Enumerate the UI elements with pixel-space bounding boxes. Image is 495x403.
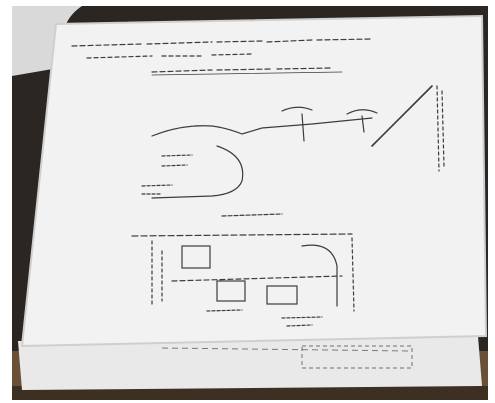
header-line-1 xyxy=(71,38,373,47)
under-page-dashed-line xyxy=(161,347,413,352)
left-label-scribbles xyxy=(141,184,173,195)
under-page xyxy=(18,336,482,390)
table-edge xyxy=(12,386,488,400)
header-line-3 xyxy=(151,67,333,73)
handwritten-sketch xyxy=(71,38,445,327)
header-underline xyxy=(151,71,343,76)
schematic-bottom-scribbles xyxy=(206,309,323,327)
upper-label-scribbles xyxy=(161,154,193,167)
slope-line xyxy=(371,85,433,147)
tree-canopies xyxy=(281,106,378,115)
schematic-right-curve xyxy=(301,244,338,307)
schematic-top-line xyxy=(131,233,353,237)
schematic-box-1 xyxy=(181,245,211,269)
paper-sheet xyxy=(22,16,486,346)
header-line-2 xyxy=(86,53,253,59)
photo-scene xyxy=(12,6,488,400)
terrain-line xyxy=(151,117,373,137)
vertical-pole xyxy=(436,85,445,172)
photograph xyxy=(12,6,488,400)
schematic-right-vertical xyxy=(351,237,355,312)
schematic-middle-line xyxy=(171,275,343,282)
under-page-dashed-box xyxy=(301,345,413,369)
winding-path xyxy=(151,145,244,199)
schematic-left-verticals xyxy=(151,240,163,307)
tree-trunks xyxy=(301,113,365,142)
paper-sheet-edge xyxy=(20,14,488,348)
schematic-box-2 xyxy=(216,280,246,302)
mid-title-scribble xyxy=(221,213,283,217)
schematic-box-3 xyxy=(266,285,298,305)
